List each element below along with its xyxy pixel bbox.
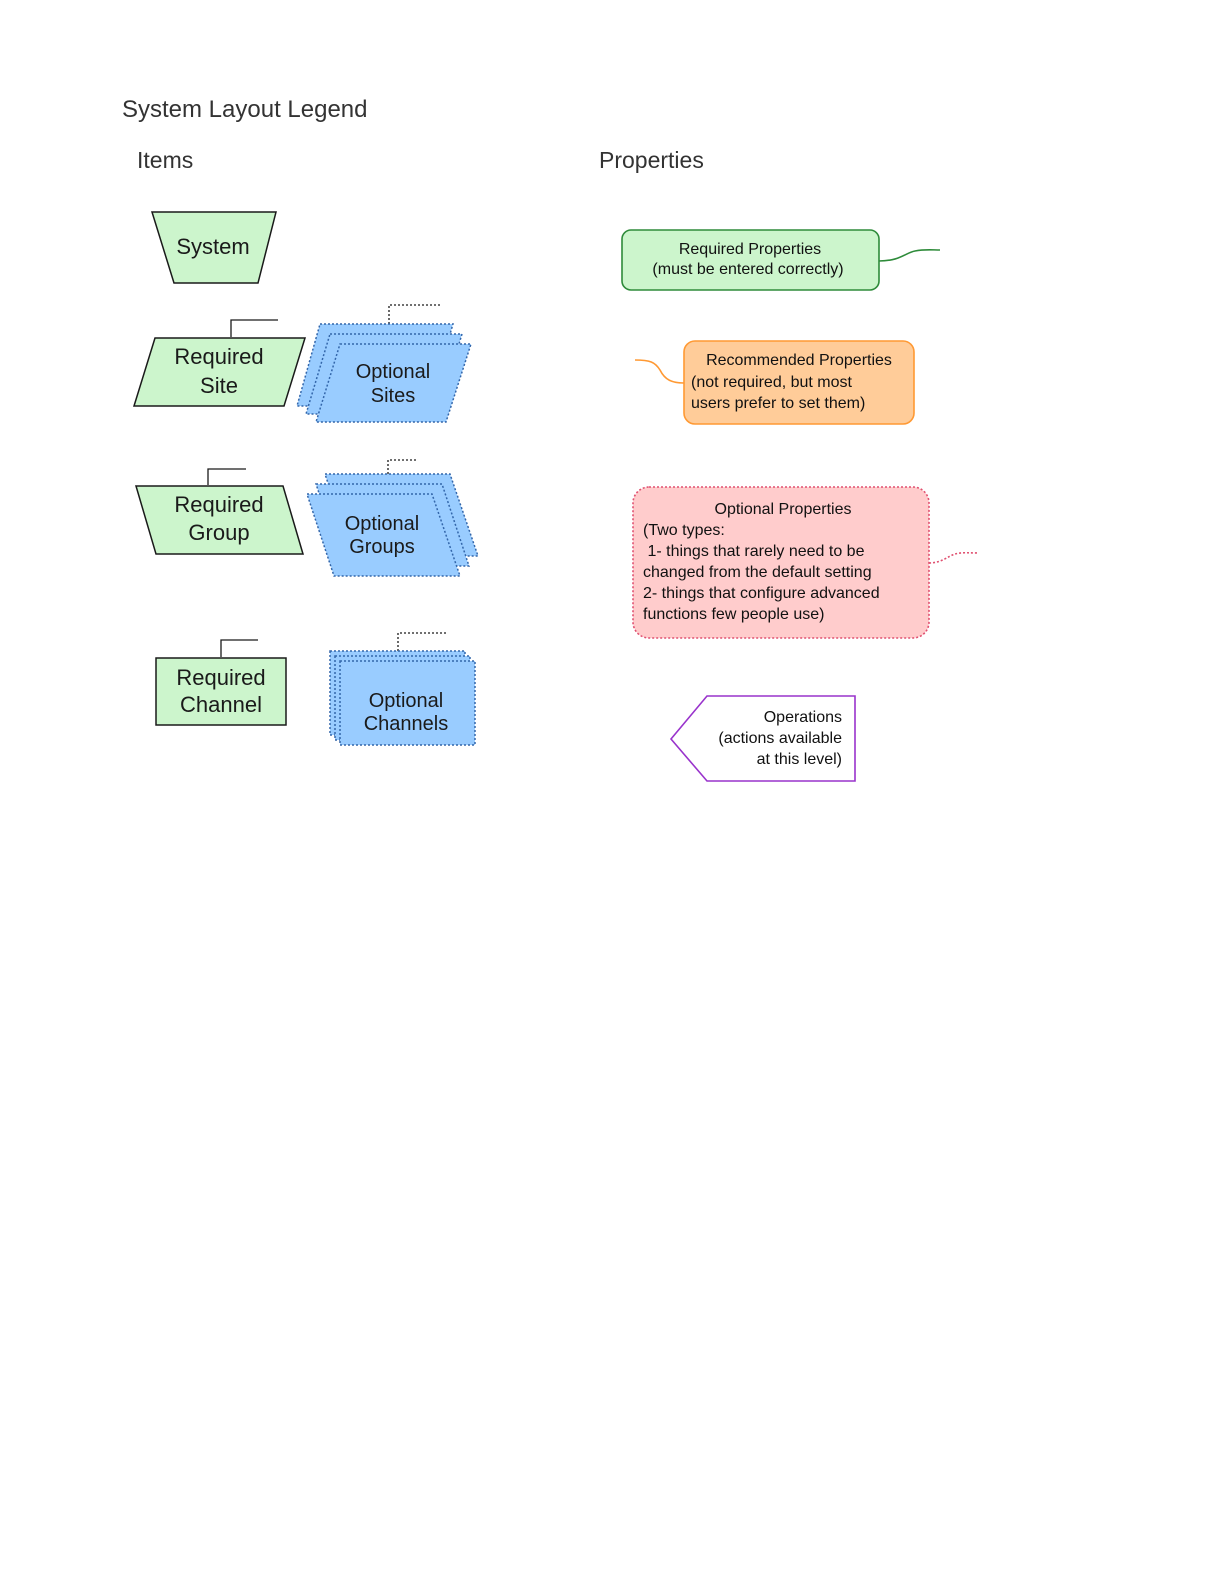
optional-groups-label-2: Groups	[349, 536, 415, 558]
required-site-shape: Required Site	[132, 319, 307, 407]
required-properties-connector	[878, 248, 941, 262]
required-channel-label-1: Required	[176, 665, 265, 690]
operations-line-1: Operations	[764, 709, 842, 726]
optional-channels-label-2: Channels	[364, 713, 449, 735]
operations-line-3: at this level)	[757, 751, 842, 768]
required-group-label-2: Group	[188, 520, 249, 545]
optional-channels-label-1: Optional	[369, 690, 444, 712]
operations-line-2: (actions available	[718, 730, 842, 747]
system-label: System	[176, 234, 249, 259]
optional-properties-line-4: changed from the default setting	[643, 564, 872, 581]
connector-tab	[230, 319, 278, 337]
recommended-properties-connector	[634, 359, 685, 384]
recommended-properties-line-3: users prefer to set them)	[691, 395, 865, 412]
optional-properties-line-2: (Two types:	[643, 522, 725, 539]
recommended-properties-line-1: Recommended Properties	[706, 352, 892, 369]
required-properties-line-1: Required Properties	[679, 241, 821, 258]
properties-heading: Properties	[599, 147, 704, 173]
optional-sites-shape: Optional Sites	[296, 304, 473, 423]
items-heading: Items	[137, 147, 193, 173]
optional-groups-shape: Optional Groups	[305, 459, 480, 577]
optional-groups-label-1: Optional	[345, 513, 420, 535]
optional-sites-label-1: Optional	[356, 361, 431, 383]
optional-properties-line-1: Optional Properties	[715, 501, 852, 518]
required-group-shape: Required Group	[134, 468, 305, 555]
optional-channels-shape: Optional Channels	[329, 632, 476, 746]
operations-shape: Operations (actions available at this le…	[669, 695, 856, 782]
optional-properties-line-6: functions few people use)	[643, 606, 824, 623]
required-site-label-2: Site	[200, 373, 238, 398]
required-properties-box: Required Properties (must be entered cor…	[621, 229, 941, 291]
page-title: System Layout Legend	[122, 96, 368, 123]
required-properties-line-2: (must be entered correctly)	[652, 261, 843, 278]
recommended-properties-box: Recommended Properties (not required, bu…	[634, 340, 915, 425]
system-shape: System	[150, 211, 277, 284]
optional-properties-line-5: 2- things that configure advanced	[643, 585, 880, 602]
required-channel-shape: Required Channel	[155, 639, 287, 726]
optional-sites-label-2: Sites	[371, 385, 415, 407]
recommended-properties-line-2: (not required, but most	[691, 374, 853, 391]
required-site-label-1: Required	[174, 344, 263, 369]
optional-properties-box: Optional Properties (Two types: 1- thing…	[632, 486, 980, 639]
optional-properties-connector	[928, 551, 980, 564]
required-channel-label-2: Channel	[180, 692, 262, 717]
required-group-label-1: Required	[174, 492, 263, 517]
optional-properties-line-3: 1- things that rarely need to be	[643, 543, 865, 560]
